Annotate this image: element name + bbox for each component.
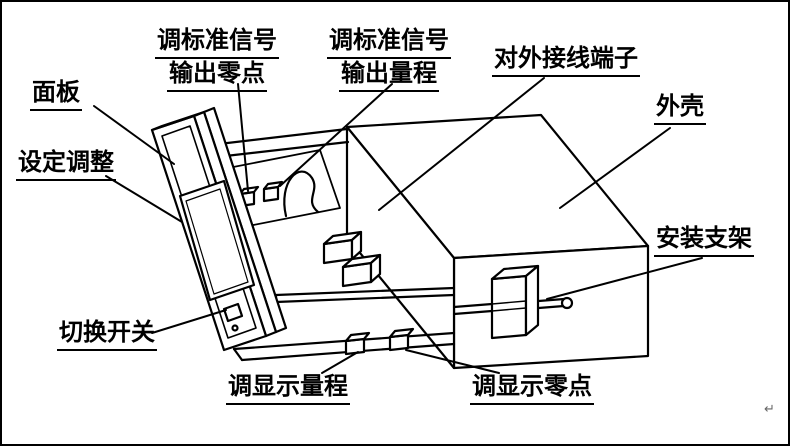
leader-setting [105,175,183,223]
label-panel-text: 面板 [30,80,82,111]
leader-display-zero [405,349,500,374]
display-window-inner [185,188,249,295]
label-signal-output-span-line1: 调标准信号 [327,28,451,59]
label-mounting-bracket-text: 安装支架 [654,226,754,257]
display-span-pot [344,331,371,356]
label-mounting-bracket: 安装支架 [654,226,754,257]
rod-knob [560,296,574,310]
return-mark: ↵ [764,402,775,417]
label-toggle-switch: 切换开关 [57,320,157,351]
display-window [178,179,256,302]
leader-panel [93,105,175,165]
switch-dot [231,324,239,332]
signal-span-pot [262,180,284,203]
leader-display-span [321,351,359,374]
label-display-span: 调显示量程 [226,374,350,405]
leader-signal-zero [237,83,249,192]
label-panel: 面板 [30,80,82,111]
label-signal-output-zero-line1: 调标准信号 [155,28,279,59]
leader-shell [559,127,671,209]
leader-signal-span [279,83,393,187]
board-component-blocks [322,230,382,288]
toggle-switch-drawing [222,302,244,323]
wire-loop [283,170,320,218]
label-terminals: 对外接线端子 [492,46,640,77]
label-signal-output-span-line2: 输出量程 [339,61,439,92]
label-terminals-text: 对外接线端子 [492,46,640,77]
label-toggle-switch-text: 切换开关 [57,320,157,351]
leader-bracket [546,257,703,300]
label-setting-adjust: 设定调整 [16,150,116,181]
panel-top-edge [150,110,206,132]
display-zero-pot [388,327,415,352]
front-panel-drawing [150,106,288,352]
leader-terminals [378,77,545,211]
leader-switch [151,309,227,334]
label-display-zero-text: 调显示零点 [470,374,594,405]
label-shell-text: 外壳 [654,94,706,125]
label-signal-output-span: 调标准信号 输出量程 [314,28,464,92]
label-signal-output-zero-line2: 输出零点 [167,61,267,92]
label-display-span-text: 调显示量程 [226,374,350,405]
label-signal-output-zero: 调标准信号 输出零点 [142,28,292,92]
housing-left-face [345,125,456,370]
label-display-zero: 调显示零点 [470,374,594,405]
leader-lines [93,77,703,374]
label-shell: 外壳 [654,94,706,125]
label-setting-adjust-text: 设定调整 [16,150,116,181]
mounting-bracket-drawing [452,264,574,340]
